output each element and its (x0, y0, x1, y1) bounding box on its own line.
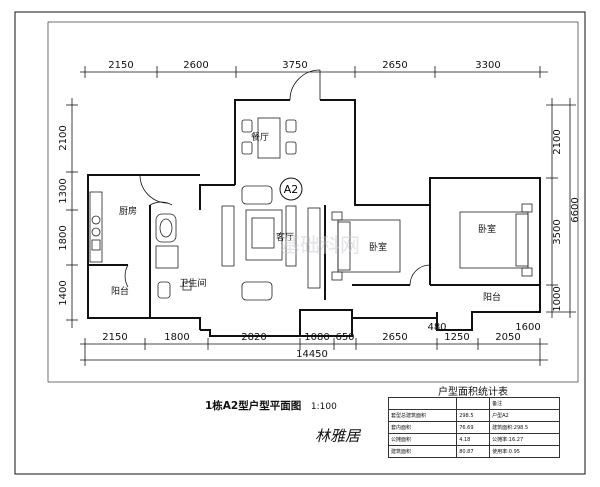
bottom-dim-8: 2050 (495, 332, 520, 343)
plan-title: 1栋A2型户型平面图 1:100 (205, 398, 337, 413)
plan-title-text: 1栋A2型户型平面图 (205, 400, 302, 412)
area-table-cell: 建筑面积 (387, 445, 458, 458)
top-dim-4: 2650 (382, 60, 407, 71)
right-dim-2: 3500 (552, 219, 563, 244)
bathroom-fixtures (155, 213, 192, 299)
area-table-cell: 76.69 (456, 421, 491, 434)
kitchen-counter (89, 191, 103, 263)
room-kitchen: 厨房 (119, 205, 137, 217)
plan-scale: 1:100 (310, 402, 337, 412)
bottom-dim-3: 2820 (241, 332, 266, 343)
left-dim-3: 1800 (58, 225, 69, 250)
inner-frame (47, 21, 579, 383)
bottom-dim-2: 1800 (164, 332, 189, 343)
room-dining: 餐厅 (251, 131, 269, 143)
area-table-cell: 户型A2 (489, 409, 560, 422)
area-table-title: 户型面积统计表 (438, 387, 508, 398)
watermark: 基础科网 (280, 233, 360, 257)
top-dim-5: 3300 (475, 60, 500, 71)
area-table-cell: 使用率:0.95 (489, 445, 560, 458)
area-table-cell: 公摊率:16.27 (489, 433, 560, 446)
right-dim-1: 2100 (552, 129, 563, 154)
room-bathroom: 卫生间 (179, 277, 206, 289)
left-dim-1: 2100 (58, 125, 69, 150)
bottom-dimension-chain: 2150 1800 2820 1080 650 2650 1250 2050 4… (80, 322, 548, 366)
bottom-dim-1: 2150 (102, 332, 127, 343)
top-dim-2: 2600 (183, 60, 208, 71)
area-table-cell: 公摊面积 (387, 433, 458, 446)
signature: 林雅居 (315, 427, 361, 445)
dining-table (241, 117, 297, 159)
right-dim-3: 1000 (552, 286, 563, 311)
room-bedroom-1: 卧室 (369, 241, 387, 253)
living-sofa-set (221, 185, 321, 301)
bottom-dim-5: 650 (335, 332, 354, 343)
area-table-cell: 298.5 (456, 409, 491, 422)
right-dimension-chain: 2100 3500 1000 6600 (546, 98, 581, 318)
area-table-cell: 建筑面积:298.5 (489, 421, 560, 434)
unit-tag: A2 (279, 177, 303, 201)
area-table-cell (456, 397, 491, 410)
area-table-cell: 套内面积 (387, 421, 458, 434)
bedroom-1-bed (331, 211, 401, 281)
area-table-cell (387, 397, 458, 410)
area-table-cell: 4.18 (456, 433, 491, 446)
unit-tag-label: A2 (284, 183, 299, 196)
bottom-dim-total: 14450 (296, 349, 328, 360)
walls (87, 99, 541, 337)
door-swings (124, 69, 431, 288)
bottom-dim-6: 2650 (382, 332, 407, 343)
bottom-dim-4: 1080 (304, 332, 329, 343)
bottom-dim-7: 1250 (444, 332, 469, 343)
room-living: 客厅 (276, 231, 294, 243)
top-dim-1: 2150 (108, 60, 133, 71)
room-bedroom-2: 卧室 (478, 223, 496, 235)
drawing-frame (14, 11, 586, 475)
top-dim-3: 3750 (282, 60, 307, 71)
bedroom-2-bed (459, 203, 533, 277)
right-dim-total: 6600 (570, 197, 581, 222)
room-balcony-left: 阳台 (111, 285, 129, 297)
area-table-row: 备注 (387, 397, 560, 410)
area-table-cell: 备注 (489, 397, 560, 410)
room-balcony-right: 阳台 (483, 291, 501, 303)
area-table-cell: 80.87 (456, 445, 491, 458)
room-labels: 餐厅 厨房 卫生间 阳台 客厅 卧室 卧室 阳台 (111, 131, 501, 303)
left-dim-2: 1300 (58, 178, 69, 203)
left-dimension-chain: 2100 1300 1800 1400 (58, 98, 78, 328)
left-dim-4: 1400 (58, 280, 69, 305)
top-dimension-chain: 2150 2600 3750 2650 3300 (80, 60, 548, 78)
area-table-cell: 套型总建筑面积 (387, 409, 458, 422)
bottom-dim-small-2: 1600 (515, 322, 540, 333)
